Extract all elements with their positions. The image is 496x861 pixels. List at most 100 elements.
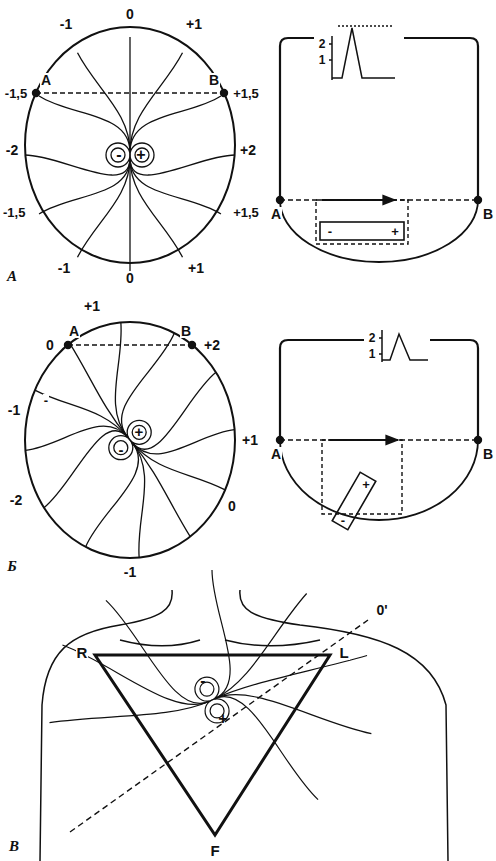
- potential-label: A: [270, 207, 282, 221]
- isopotential-lines: [50, 570, 372, 800]
- potential-label: +1,5: [232, 206, 260, 219]
- projection-box: [316, 200, 408, 244]
- potential-label: -1: [123, 565, 137, 579]
- isopotential-lines: [25, 322, 234, 557]
- potential-label: -2: [5, 143, 19, 157]
- isopotential-line: [86, 442, 139, 547]
- isopotential-lines: [25, 37, 235, 273]
- dipole-battery: [332, 472, 376, 529]
- isopotential-line: [129, 37, 130, 152]
- potential-label: A: [68, 324, 80, 338]
- potential-label: 2: [368, 332, 377, 344]
- isopotential-line: [215, 696, 318, 799]
- ecg-trace: [379, 330, 428, 362]
- torso-outline: [40, 590, 448, 861]
- pole-loop: [135, 148, 149, 162]
- potential-label: B: [482, 207, 494, 221]
- potential-label: -1,5: [4, 87, 28, 100]
- potential-label: -1: [57, 261, 71, 275]
- isopotential-line: [130, 155, 235, 175]
- isopotential-line: [129, 158, 130, 273]
- pole-loop: [127, 420, 151, 444]
- pole-loop: [111, 148, 125, 162]
- panel-letter: Б: [6, 559, 18, 574]
- isopotential-line: [44, 431, 128, 508]
- isopotential-line: [130, 158, 183, 257]
- ecg-trace: [329, 26, 395, 80]
- pole-loop: [195, 677, 219, 701]
- potential-label: -: [43, 394, 49, 407]
- body-outline: [280, 200, 478, 262]
- isopotential-line: [212, 570, 230, 699]
- potential-label: F: [209, 843, 220, 858]
- potential-label: 0: [125, 7, 135, 21]
- electrode-point: [277, 437, 284, 444]
- potential-label: B: [482, 447, 494, 461]
- isopotential-line: [25, 426, 128, 450]
- isopotential-line: [132, 430, 235, 454]
- pole-sign: -: [340, 514, 346, 527]
- pole-loop: [106, 143, 130, 167]
- electrode-point: [475, 437, 482, 444]
- dipole-battery: [320, 222, 404, 240]
- potential-label: +2: [239, 143, 257, 157]
- potential-label: -1: [59, 17, 73, 31]
- isopotential-line: [132, 372, 216, 449]
- potential-label: +1,5: [232, 87, 260, 100]
- pole-sign: +: [135, 147, 146, 163]
- electrode-point: [221, 90, 228, 97]
- einthoven-triangle: [95, 655, 330, 835]
- potential-label: R: [76, 645, 89, 660]
- potential-label: +2: [203, 338, 221, 352]
- body-outline: [25, 322, 235, 558]
- potential-label: +1: [83, 299, 101, 313]
- potential-label: 0: [227, 499, 237, 513]
- isopotential-line: [39, 158, 130, 214]
- isopotential-line: [132, 442, 225, 490]
- electrode-point: [33, 90, 40, 97]
- zero-potential-line: [70, 620, 368, 832]
- electrode-point: [189, 342, 196, 349]
- isopotential-line: [130, 158, 221, 214]
- potential-label: +1: [185, 17, 203, 31]
- panel-letter: А: [6, 269, 18, 284]
- isopotential-line: [130, 96, 221, 152]
- potential-label: 0': [375, 603, 388, 617]
- potential-label: A: [40, 73, 52, 87]
- isopotential-line: [39, 96, 130, 152]
- projection-box: [322, 440, 402, 514]
- pole-sign: -: [327, 225, 333, 238]
- potential-label: A: [270, 447, 282, 461]
- isopotential-line: [78, 53, 131, 152]
- potential-label: +1: [241, 433, 259, 447]
- potential-label: 2: [318, 38, 327, 50]
- pole-sign: +: [217, 711, 228, 727]
- panel-letter: В: [8, 839, 20, 854]
- potential-label: -2: [9, 493, 23, 507]
- electrode-point: [277, 197, 284, 204]
- pole-loop: [130, 143, 154, 167]
- pole-sign: +: [361, 478, 371, 491]
- potential-label: -1,5: [2, 206, 26, 219]
- pole-sign: -: [115, 147, 122, 163]
- isopotential-line: [25, 155, 130, 175]
- lead-axis: [36, 92, 224, 93]
- isopotential-line: [130, 53, 183, 152]
- potential-label: 0: [45, 338, 55, 352]
- electrode-point: [475, 197, 482, 204]
- potential-label: -1: [7, 403, 21, 417]
- isopotential-line: [106, 600, 209, 703]
- lead-wires: [280, 38, 478, 200]
- potential-label: B: [180, 324, 192, 338]
- potential-label: 1: [318, 54, 327, 66]
- lead-axis: [68, 344, 192, 345]
- pole-sign: -: [118, 442, 125, 457]
- potential-label: 1: [368, 348, 377, 360]
- body-outline: [280, 440, 478, 520]
- potential-label: B: [208, 73, 220, 87]
- electrode-point: [65, 342, 72, 349]
- lead-wires: [280, 340, 478, 440]
- potential-label: 0: [125, 271, 135, 285]
- potential-label: L: [338, 645, 349, 660]
